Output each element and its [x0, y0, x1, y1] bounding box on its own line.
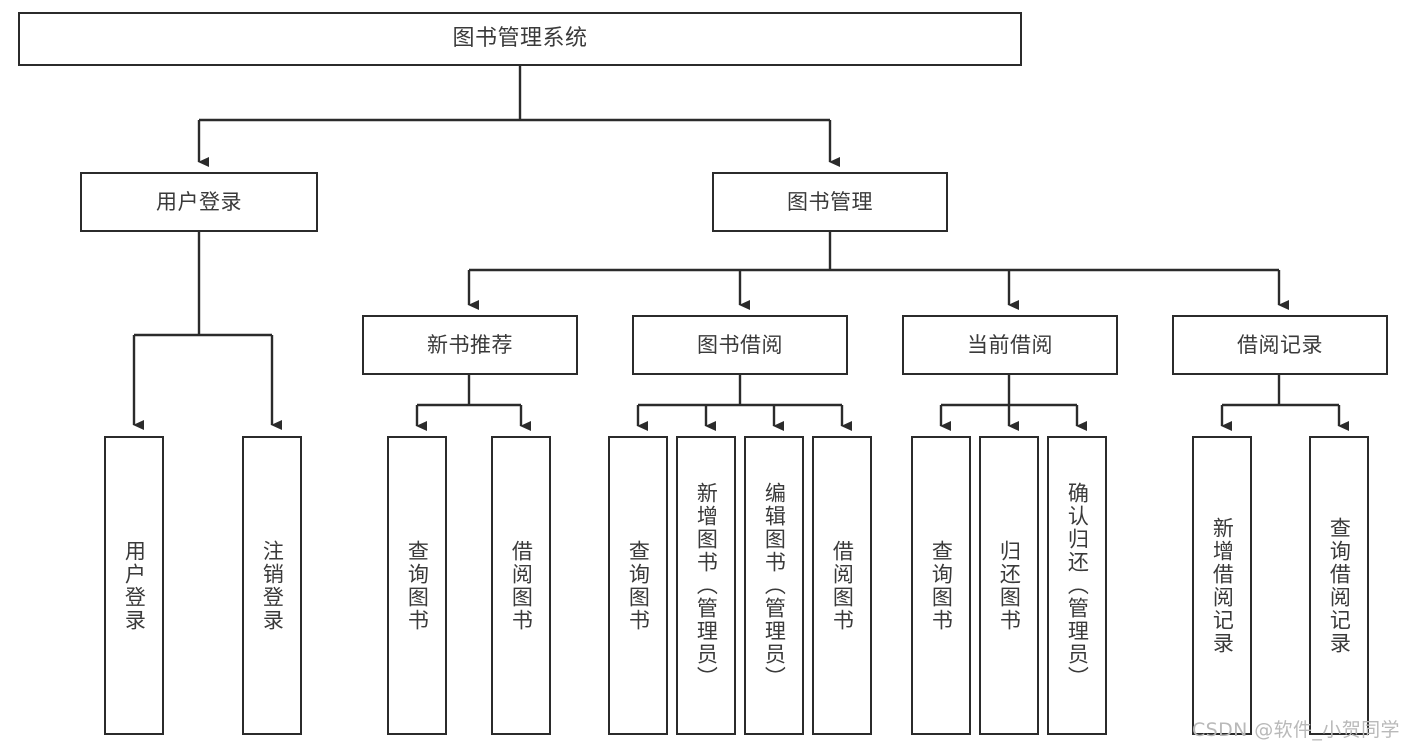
- node-book-borrow-label: 图书借阅: [697, 332, 783, 357]
- node-leaf-query-book-1[interactable]: 查询图书: [387, 436, 447, 735]
- node-leaf-borrow-book-2-label: 借阅图书: [830, 539, 855, 632]
- node-leaf-edit-book-label: 编辑图书（管理员）: [762, 482, 787, 689]
- node-leaf-query-book-2-label: 查询图书: [626, 539, 651, 632]
- node-leaf-user-login[interactable]: 用户登录: [104, 436, 164, 735]
- node-leaf-borrow-book-1-label: 借阅图书: [509, 539, 534, 632]
- node-leaf-add-book[interactable]: 新增图书（管理员）: [676, 436, 736, 735]
- node-book-manage[interactable]: 图书管理: [712, 172, 948, 232]
- node-leaf-query-book-3-label: 查询图书: [929, 539, 954, 632]
- node-leaf-add-book-label: 新增图书（管理员）: [694, 482, 719, 689]
- node-leaf-confirm-return[interactable]: 确认归还（管理员）: [1047, 436, 1107, 735]
- node-leaf-query-book-2[interactable]: 查询图书: [608, 436, 668, 735]
- node-root[interactable]: 图书管理系统: [18, 12, 1022, 66]
- node-current-borrow-label: 当前借阅: [967, 332, 1053, 357]
- node-borrow-record[interactable]: 借阅记录: [1172, 315, 1388, 375]
- node-leaf-return-book-label: 归还图书: [997, 539, 1022, 632]
- node-leaf-confirm-return-label: 确认归还（管理员）: [1065, 482, 1090, 689]
- node-leaf-add-record[interactable]: 新增借阅记录: [1192, 436, 1252, 735]
- node-current-borrow[interactable]: 当前借阅: [902, 315, 1118, 375]
- node-leaf-user-logout[interactable]: 注销登录: [242, 436, 302, 735]
- csdn-watermark: CSDN @软件_小贺同学: [1192, 719, 1400, 741]
- node-leaf-query-record-label: 查询借阅记录: [1327, 516, 1352, 655]
- node-user-login-label: 用户登录: [156, 189, 242, 214]
- node-leaf-user-login-label: 用户登录: [122, 539, 147, 632]
- node-leaf-return-book[interactable]: 归还图书: [979, 436, 1039, 735]
- node-leaf-query-book-1-label: 查询图书: [405, 539, 430, 632]
- node-leaf-query-book-3[interactable]: 查询图书: [911, 436, 971, 735]
- node-leaf-query-record[interactable]: 查询借阅记录: [1309, 436, 1369, 735]
- node-leaf-edit-book[interactable]: 编辑图书（管理员）: [744, 436, 804, 735]
- node-leaf-borrow-book-2[interactable]: 借阅图书: [812, 436, 872, 735]
- node-borrow-record-label: 借阅记录: [1237, 332, 1323, 357]
- node-user-login[interactable]: 用户登录: [80, 172, 318, 232]
- node-leaf-add-record-label: 新增借阅记录: [1210, 516, 1235, 655]
- node-root-label: 图书管理系统: [452, 26, 588, 52]
- node-book-manage-label: 图书管理: [787, 189, 873, 214]
- node-new-book-rec[interactable]: 新书推荐: [362, 315, 578, 375]
- node-new-book-rec-label: 新书推荐: [427, 332, 513, 357]
- node-leaf-borrow-book-1[interactable]: 借阅图书: [491, 436, 551, 735]
- node-book-borrow[interactable]: 图书借阅: [632, 315, 848, 375]
- node-leaf-user-logout-label: 注销登录: [260, 539, 285, 632]
